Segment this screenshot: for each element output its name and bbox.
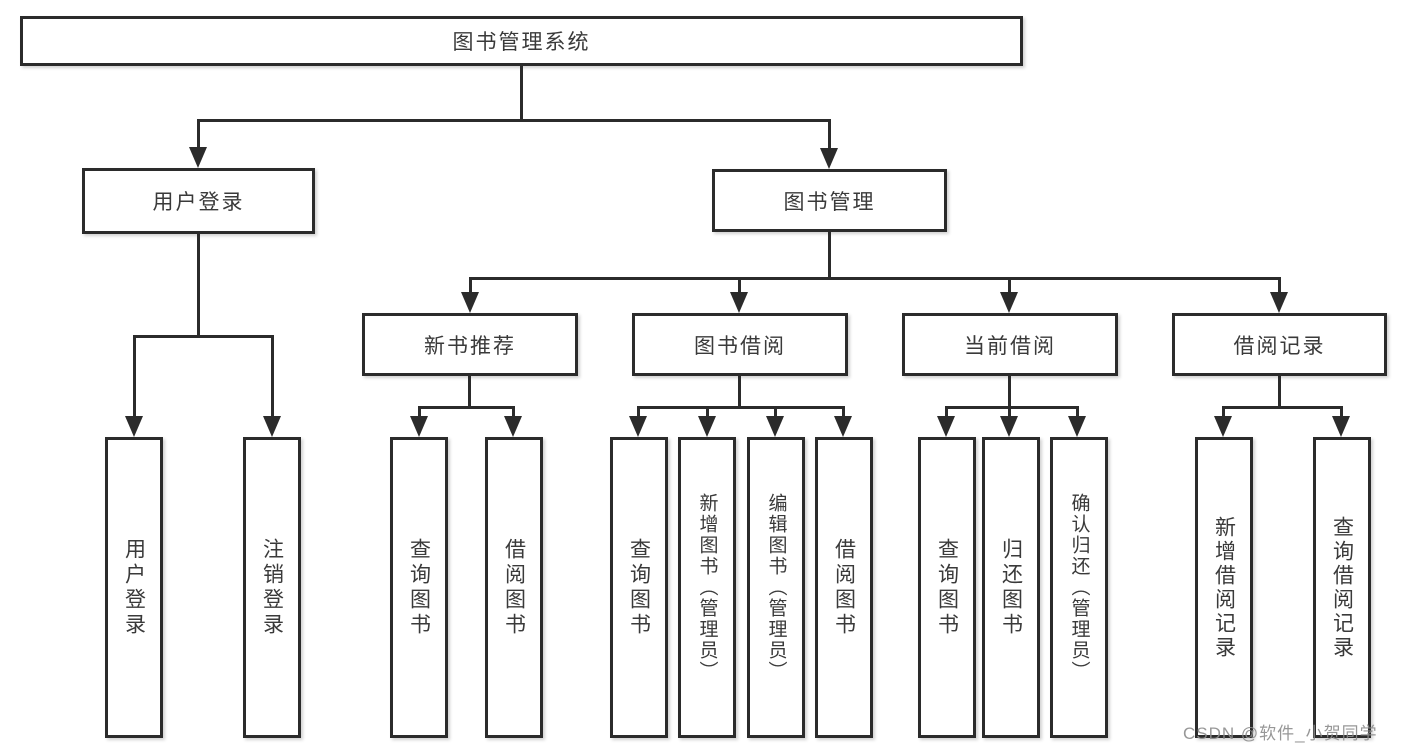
leaf-query-books-current: 查询图书	[918, 437, 976, 738]
leaf-query-books-rec: 查询图书	[390, 437, 448, 738]
arrow-to-new-book-icon	[461, 292, 479, 313]
leaf-logout-label: 注销登录	[260, 537, 284, 638]
leaf-logout: 注销登录	[243, 437, 301, 738]
leaf-confirm-return-admin-label: 确认归还（管理员）	[1068, 493, 1090, 682]
connector-group3-drop	[1008, 277, 1011, 295]
connector-group4-hline	[1222, 406, 1342, 409]
node-book-borrow: 图书借阅	[632, 313, 848, 376]
leaf-query-books-current-label: 查询图书	[935, 537, 959, 638]
arrow-to-borrow-records-icon	[1270, 292, 1288, 313]
leaf-borrow-books-rec: 借阅图书	[485, 437, 543, 738]
arrow-g3-leaf2-icon	[1000, 416, 1018, 437]
leaf-query-books-borrow: 查询图书	[610, 437, 668, 738]
node-user-login-label: 用户登录	[152, 191, 245, 214]
node-root-label: 图书管理系统	[452, 31, 591, 54]
connector-group1-hline	[418, 406, 515, 409]
leaf-return-book-label: 归还图书	[999, 537, 1023, 638]
connector-group2-stem	[738, 376, 741, 409]
leaf-return-book: 归还图书	[982, 437, 1040, 738]
arrow-g4-leaf2-icon	[1332, 416, 1350, 437]
node-book-mgmt-label: 图书管理	[783, 190, 876, 214]
leaf-query-books-borrow-label: 查询图书	[627, 537, 651, 638]
connector-group2-drop	[738, 277, 741, 295]
connector-g2-leaf4-drop	[842, 406, 845, 420]
node-root: 图书管理系统	[20, 16, 1023, 66]
connector-user-login-hline	[133, 335, 274, 338]
connector-group1-drop	[469, 277, 472, 295]
arrow-g4-leaf1-icon	[1214, 416, 1232, 437]
leaf-query-books-rec-label: 查询图书	[407, 537, 431, 638]
connector-user-login-stem	[197, 234, 200, 338]
leaf-edit-book-admin-label: 编辑图书（管理员）	[765, 493, 787, 682]
connector-book-mgmt-drop	[828, 119, 831, 152]
arrow-to-user-login-icon	[189, 147, 207, 168]
connector-g2-leaf1-drop	[637, 406, 640, 420]
arrow-g2-leaf3-icon	[766, 416, 784, 437]
connector-g4-leaf1-drop	[1222, 406, 1225, 420]
connector-g3-leaf2-drop	[1008, 406, 1011, 420]
arrow-to-current-borrow-icon	[1000, 292, 1018, 313]
leaf-query-borrow-record: 查询借阅记录	[1313, 437, 1371, 738]
leaf-query-borrow-record-label: 查询借阅记录	[1330, 515, 1354, 660]
connector-g4-leaf2-drop	[1340, 406, 1343, 420]
arrow-g3-leaf1-icon	[937, 416, 955, 437]
connector-g3-leaf3-drop	[1076, 406, 1079, 420]
connector-group3-hline	[945, 406, 1079, 409]
node-new-book-rec: 新书推荐	[362, 313, 578, 376]
arrow-g1-leaf1-icon	[410, 416, 428, 437]
connector-group1-stem	[468, 376, 471, 409]
connector-leaf2-drop	[271, 335, 274, 419]
leaf-confirm-return-admin: 确认归还（管理员）	[1050, 437, 1108, 738]
leaf-borrow-books-label: 借阅图书	[832, 537, 856, 638]
connector-book-mgmt-hline	[469, 277, 1281, 280]
arrow-g3-leaf3-icon	[1068, 416, 1086, 437]
node-current-borrow-label: 当前借阅	[964, 334, 1056, 358]
leaf-user-login-label: 用户登录	[122, 537, 146, 638]
connector-root-hline	[197, 119, 831, 122]
leaf-add-book-admin-label: 新增图书（管理员）	[696, 493, 718, 682]
leaf-add-borrow-record-label: 新增借阅记录	[1212, 515, 1236, 660]
connector-g2-leaf2-drop	[706, 406, 709, 420]
connector-root-stem	[520, 66, 523, 119]
connector-g3-leaf1-drop	[945, 406, 948, 420]
connector-book-mgmt-stem	[828, 232, 831, 279]
node-current-borrow: 当前借阅	[902, 313, 1118, 376]
node-borrow-records: 借阅记录	[1172, 313, 1387, 376]
csdn-watermark: CSDN @软件_小贺同学	[1183, 724, 1378, 743]
leaf-borrow-books-rec-label: 借阅图书	[502, 537, 526, 638]
connector-g1-leaf2-drop	[512, 406, 515, 420]
connector-group3-stem	[1008, 376, 1011, 409]
arrow-g2-leaf2-icon	[698, 416, 716, 437]
connector-leaf1-drop	[133, 335, 136, 419]
connector-g1-leaf1-drop	[418, 406, 421, 420]
node-book-borrow-label: 图书借阅	[694, 334, 786, 358]
connector-group2-hline	[637, 406, 845, 409]
node-book-mgmt: 图书管理	[712, 169, 947, 232]
arrow-to-book-mgmt-icon	[820, 148, 838, 169]
leaf-add-borrow-record: 新增借阅记录	[1195, 437, 1253, 738]
node-user-login: 用户登录	[82, 168, 315, 234]
connector-user-login-drop	[197, 119, 200, 151]
arrow-g2-leaf4-icon	[834, 416, 852, 437]
leaf-borrow-books: 借阅图书	[815, 437, 873, 738]
leaf-edit-book-admin: 编辑图书（管理员）	[747, 437, 805, 738]
leaf-user-login: 用户登录	[105, 437, 163, 738]
arrow-to-leaf-login-icon	[125, 416, 143, 437]
connector-group4-stem	[1278, 376, 1281, 409]
node-new-book-rec-label: 新书推荐	[424, 334, 516, 358]
connector-group4-drop	[1278, 277, 1281, 295]
arrow-g2-leaf1-icon	[629, 416, 647, 437]
connector-g2-leaf3-drop	[774, 406, 777, 420]
leaf-add-book-admin: 新增图书（管理员）	[678, 437, 736, 738]
arrow-g1-leaf2-icon	[504, 416, 522, 437]
node-borrow-records-label: 借阅记录	[1233, 334, 1326, 358]
arrow-to-leaf-logout-icon	[263, 416, 281, 437]
arrow-to-book-borrow-icon	[730, 292, 748, 313]
